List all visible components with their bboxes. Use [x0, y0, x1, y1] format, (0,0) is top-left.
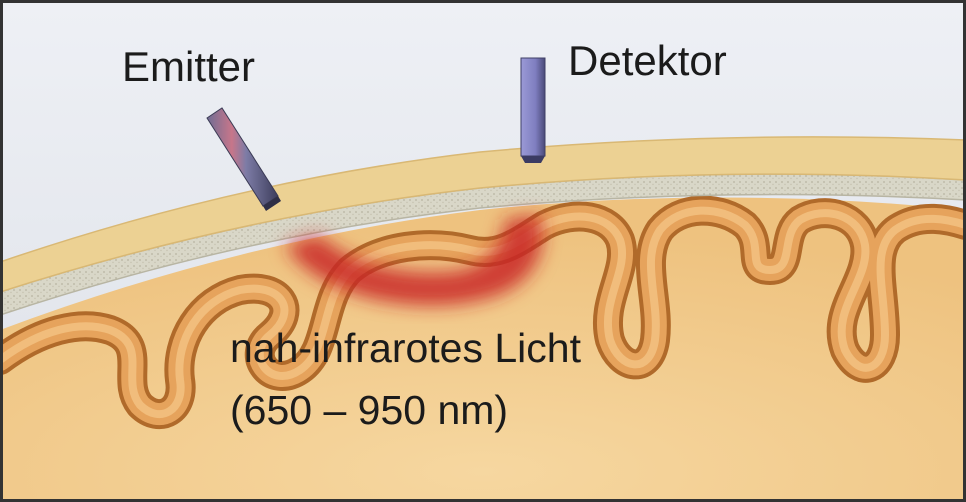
detector-label: Detektor [568, 37, 727, 84]
probe-detector-icon [521, 58, 545, 163]
light-label-line2: (650 – 950 nm) [230, 387, 508, 433]
light-label-line1: nah-infrarotes Licht [230, 325, 582, 371]
emitter-label: Emitter [122, 43, 255, 90]
